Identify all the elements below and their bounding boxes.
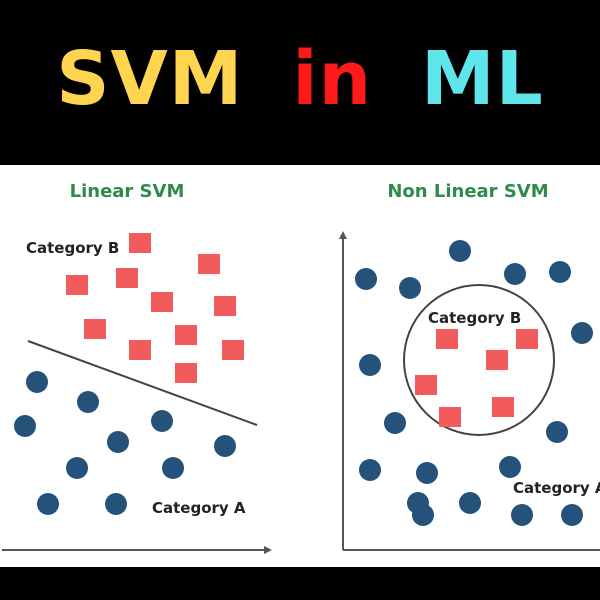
category-a-circle bbox=[14, 415, 36, 437]
category-a-circle bbox=[359, 459, 381, 481]
linear-category-a-points bbox=[14, 371, 236, 515]
linear-category-b-label: Category B bbox=[26, 239, 119, 257]
title-word-in: in bbox=[292, 35, 373, 122]
footer-bar bbox=[0, 567, 600, 600]
category-a-circle bbox=[504, 263, 526, 285]
category-b-square bbox=[222, 340, 244, 360]
category-b-square bbox=[214, 296, 236, 316]
category-b-square bbox=[439, 407, 461, 427]
category-a-circle bbox=[416, 462, 438, 484]
category-a-circle bbox=[214, 435, 236, 457]
category-a-circle bbox=[459, 492, 481, 514]
linear-svm-title: Linear SVM bbox=[70, 181, 185, 202]
category-b-square bbox=[151, 292, 173, 312]
category-a-circle bbox=[384, 412, 406, 434]
category-a-circle bbox=[412, 504, 434, 526]
category-a-circle bbox=[66, 457, 88, 479]
category-a-circle bbox=[151, 410, 173, 432]
category-b-square bbox=[116, 268, 138, 288]
category-b-square bbox=[436, 329, 458, 349]
svm-diagram: Linear SVM Category B Category A Non Lin… bbox=[2, 181, 600, 554]
linear-separating-line bbox=[27, 340, 258, 426]
nonlinear-decision-boundary bbox=[403, 284, 555, 436]
category-b-square bbox=[415, 375, 437, 395]
linear-category-a-label: Category A bbox=[152, 499, 246, 517]
nonlinear-category-a-label: Category A bbox=[513, 479, 600, 497]
category-b-square bbox=[516, 329, 538, 349]
category-a-circle bbox=[77, 391, 99, 413]
category-a-circle bbox=[26, 371, 48, 393]
title-word-ml: ML bbox=[421, 35, 544, 122]
category-b-square bbox=[492, 397, 514, 417]
category-a-circle bbox=[499, 456, 521, 478]
category-a-circle bbox=[105, 493, 127, 515]
diagram-panel: Linear SVM Category B Category A Non Lin… bbox=[0, 165, 600, 567]
nonlinear-category-b-label: Category B bbox=[428, 309, 521, 327]
category-a-circle bbox=[549, 261, 571, 283]
category-a-circle bbox=[107, 431, 129, 453]
page-title: SVM in ML bbox=[56, 42, 544, 116]
category-a-circle bbox=[37, 493, 59, 515]
category-b-square bbox=[175, 363, 197, 383]
category-b-square bbox=[66, 275, 88, 295]
category-a-circle bbox=[449, 240, 471, 262]
title-word-svm: SVM bbox=[56, 35, 244, 122]
category-a-circle bbox=[359, 354, 381, 376]
linear-svm-plot: Linear SVM Category B Category A bbox=[2, 181, 272, 554]
category-a-circle bbox=[571, 322, 593, 344]
nonlinear-svm-title: Non Linear SVM bbox=[387, 181, 548, 202]
category-b-square bbox=[486, 350, 508, 370]
category-a-circle bbox=[355, 268, 377, 290]
category-b-square bbox=[198, 254, 220, 274]
category-b-square bbox=[84, 319, 106, 339]
header-banner: SVM in ML bbox=[0, 0, 600, 165]
category-a-circle bbox=[511, 504, 533, 526]
nonlinear-svm-plot: Non Linear SVM Category B Category A bbox=[339, 181, 600, 551]
category-a-circle bbox=[546, 421, 568, 443]
category-a-circle bbox=[162, 457, 184, 479]
category-a-circle bbox=[399, 277, 421, 299]
category-b-square bbox=[175, 325, 197, 345]
category-b-square bbox=[129, 340, 151, 360]
nonlinear-category-a-points bbox=[355, 240, 593, 526]
category-a-circle bbox=[561, 504, 583, 526]
category-b-square bbox=[129, 233, 151, 253]
nonlinear-category-b-points bbox=[415, 329, 538, 427]
linear-category-b-points bbox=[66, 233, 244, 383]
